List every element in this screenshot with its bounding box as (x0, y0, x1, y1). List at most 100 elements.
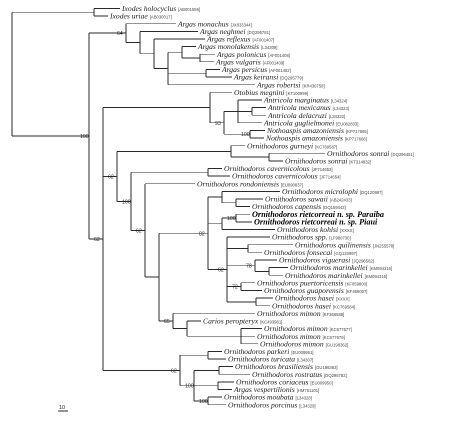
accession-number: [GU198362] (326, 342, 349, 347)
taxon-label: Ornithodoros marinkellei[KM094315] (290, 263, 392, 272)
taxon-name: Ornithodoros guaporensis (264, 286, 344, 295)
accession-number: [EU090837] (281, 182, 303, 187)
taxon-name: Antricola mexicanus (267, 103, 331, 112)
taxon-label: Ornithodoros mimon[GU198362] (260, 339, 348, 348)
taxon-label: Ornithodoros capensis[DQ159442] (252, 202, 346, 211)
taxon-label: Argas monolakensis[L34309] (197, 42, 277, 51)
accession-number: [L34322] (329, 114, 345, 119)
tree-branches (11, 8, 325, 406)
taxon-label: Argas vulgaris[AF001409] (215, 57, 284, 66)
taxon-name: Antricola guglielmonei (263, 118, 334, 127)
taxon-name: Argas persicus (221, 65, 267, 74)
accession-number: [DQ120997] (360, 190, 383, 195)
bootstrap-value: 100 (122, 199, 131, 205)
accession-number: [AF001409] (263, 60, 285, 65)
taxon-label: Antricola mexicanus[L34323] (267, 103, 349, 112)
taxon-label: Ornithodoros guaporensis[KF466007] (264, 286, 367, 295)
taxon-name: Ornithodoros brasiliensis (235, 362, 313, 371)
accession-number: [L34324] (331, 99, 347, 104)
taxon-name: Antricola marginatus (263, 96, 329, 105)
taxon-label: Ornithodoros kohlsi[XXXX] (277, 225, 354, 234)
taxon-label: Ornithodoros sonrai[DQ296451] (327, 149, 414, 158)
taxon-name: Nothoaspis amazoniensis (266, 126, 344, 135)
taxon-name: Ornithodoros kohlsi (277, 225, 338, 234)
accession-number: [HM751101] (297, 388, 320, 393)
taxon-name: Ornithodoros puertoricensis (257, 278, 343, 287)
accession-number: [JF714653] (312, 167, 333, 172)
taxon-label: Antricola marginatus[L34324] (263, 96, 347, 105)
taxon-label: Ornithodoros cavernicolous[JF714654] (232, 172, 341, 181)
taxon-name: Ornithodoros rietcorreai n. sp. Piaui (254, 217, 378, 226)
taxon-name: Ornithodoros mimon (260, 339, 324, 348)
accession-number: [AB030017] (150, 15, 172, 20)
taxon-label: Antricola delacruzi[L34322] (267, 111, 345, 120)
accession-number: [LF980730] (329, 236, 350, 241)
accession-number: [KF059800] (345, 281, 367, 286)
taxon-name: Ornithodoros fonsecai (264, 248, 332, 257)
taxon-label: Ixodes holocyclus[AB001556] (121, 4, 200, 13)
taxon-name: Argas vulgaris (215, 57, 261, 66)
taxon-name: Ornithodoros hasei (272, 301, 331, 310)
accession-number: [KC677679] (323, 335, 345, 340)
accession-number: [KT314832] (349, 160, 371, 165)
taxon-name: Ornithodoros rostratus (252, 370, 322, 379)
accession-number: [KC769584] (333, 304, 355, 309)
taxon-name: Ornithodoros porcinus (228, 400, 297, 409)
accession-number: [L34307] (297, 358, 313, 363)
taxon-label: Ornithodoros puertoricensis[KF059800] (257, 278, 367, 287)
taxon-name: Ornithodoros marinkellei (285, 271, 363, 280)
accession-number: [DQ159442] (323, 205, 346, 210)
taxon-label: Ornithodoros mimon[KC677679] (257, 332, 345, 341)
bootstrap-value: 78 (246, 264, 252, 270)
accession-number: [L34323] (333, 106, 349, 111)
accession-number: [EU082833] (336, 121, 358, 126)
taxon-label: Ornithodoros marinkellei[KM094316] (285, 271, 387, 280)
taxon-name: Ornithodoros cavernicolous (224, 164, 310, 173)
taxon-label: Ornithodoros moubata[L34328] (224, 393, 312, 402)
taxon-name: Argas reflexus (206, 35, 251, 44)
taxon-label: Ornithodoros gurneyi[KC769587] (247, 141, 337, 150)
accession-number: [KM094315] (370, 266, 393, 271)
accession-number: [AF001408] (268, 53, 290, 58)
accession-number: [AB001556] (178, 7, 200, 12)
taxon-name: Ornithodoros hasei (275, 294, 334, 303)
taxon-name: Argas monachus (177, 19, 229, 28)
accession-number: [GQ120997] (334, 251, 357, 256)
bootstrap-value: 100 (241, 132, 250, 138)
taxon-name: Ornithodoros rietcorreai n. sp. Paraiba (252, 210, 384, 219)
accession-number: [XXXX] (340, 228, 354, 233)
taxon-label: Ornithodoros microlophi[DQ120997] (282, 187, 383, 196)
bootstrap-value: 82 (199, 231, 205, 237)
accession-number: [AF001407] (253, 38, 275, 43)
taxon-label: Ornithodoros mimon[KF366588] (257, 309, 344, 318)
taxon-labels: Ixodes holocyclus[AB001556]Ixodes uriae[… (109, 4, 414, 409)
taxon-label: Ornithodoros rietcorreai n. sp. Piaui (254, 217, 378, 226)
accession-number: [KC769587] (315, 144, 337, 149)
taxon-name: Argas robertsi (256, 80, 301, 89)
taxon-name: Ornithodoros turicata (228, 355, 295, 364)
taxon-name: Ixodes uriae (109, 12, 148, 21)
taxon-name: Ornithodoros gurneyi (247, 141, 313, 150)
accession-number: [JF714654] (320, 175, 341, 180)
taxon-label: Ornithodoros quilinensis[JN255578] (295, 240, 394, 249)
accession-number: [AF001402] (269, 68, 291, 73)
scale-bar: 10 (58, 405, 68, 412)
accession-number: [DQ295781] (248, 30, 271, 35)
taxon-name: Nothoaspis amazoniensis (265, 134, 343, 143)
accession-number: [JQ296562] (352, 259, 374, 264)
accession-number: [KM094316] (365, 274, 388, 279)
bootstrap-value: 62 (171, 368, 177, 374)
bootstrap-value: 65 (164, 319, 170, 325)
accession-number: [DQ296451] (391, 152, 414, 157)
taxon-label: Ornithodoros cavernicolous[JF714653] (224, 164, 333, 173)
bootstrap-value: 100 (185, 384, 194, 390)
accession-number: [KR430758] (303, 83, 325, 88)
taxon-label: Ornithodoros hasei[XXXX] (275, 294, 350, 303)
taxon-label: Nothoaspis amazoniensis[KP717666] (265, 134, 367, 143)
taxon-label: Antricola guglielmonei[EU082833] (263, 118, 358, 127)
taxon-label: Ornithodoros parkeri[EU009951] (224, 347, 313, 356)
taxon-name: Argas polonicus (216, 50, 266, 59)
accession-number: [KC493961] (260, 320, 282, 325)
